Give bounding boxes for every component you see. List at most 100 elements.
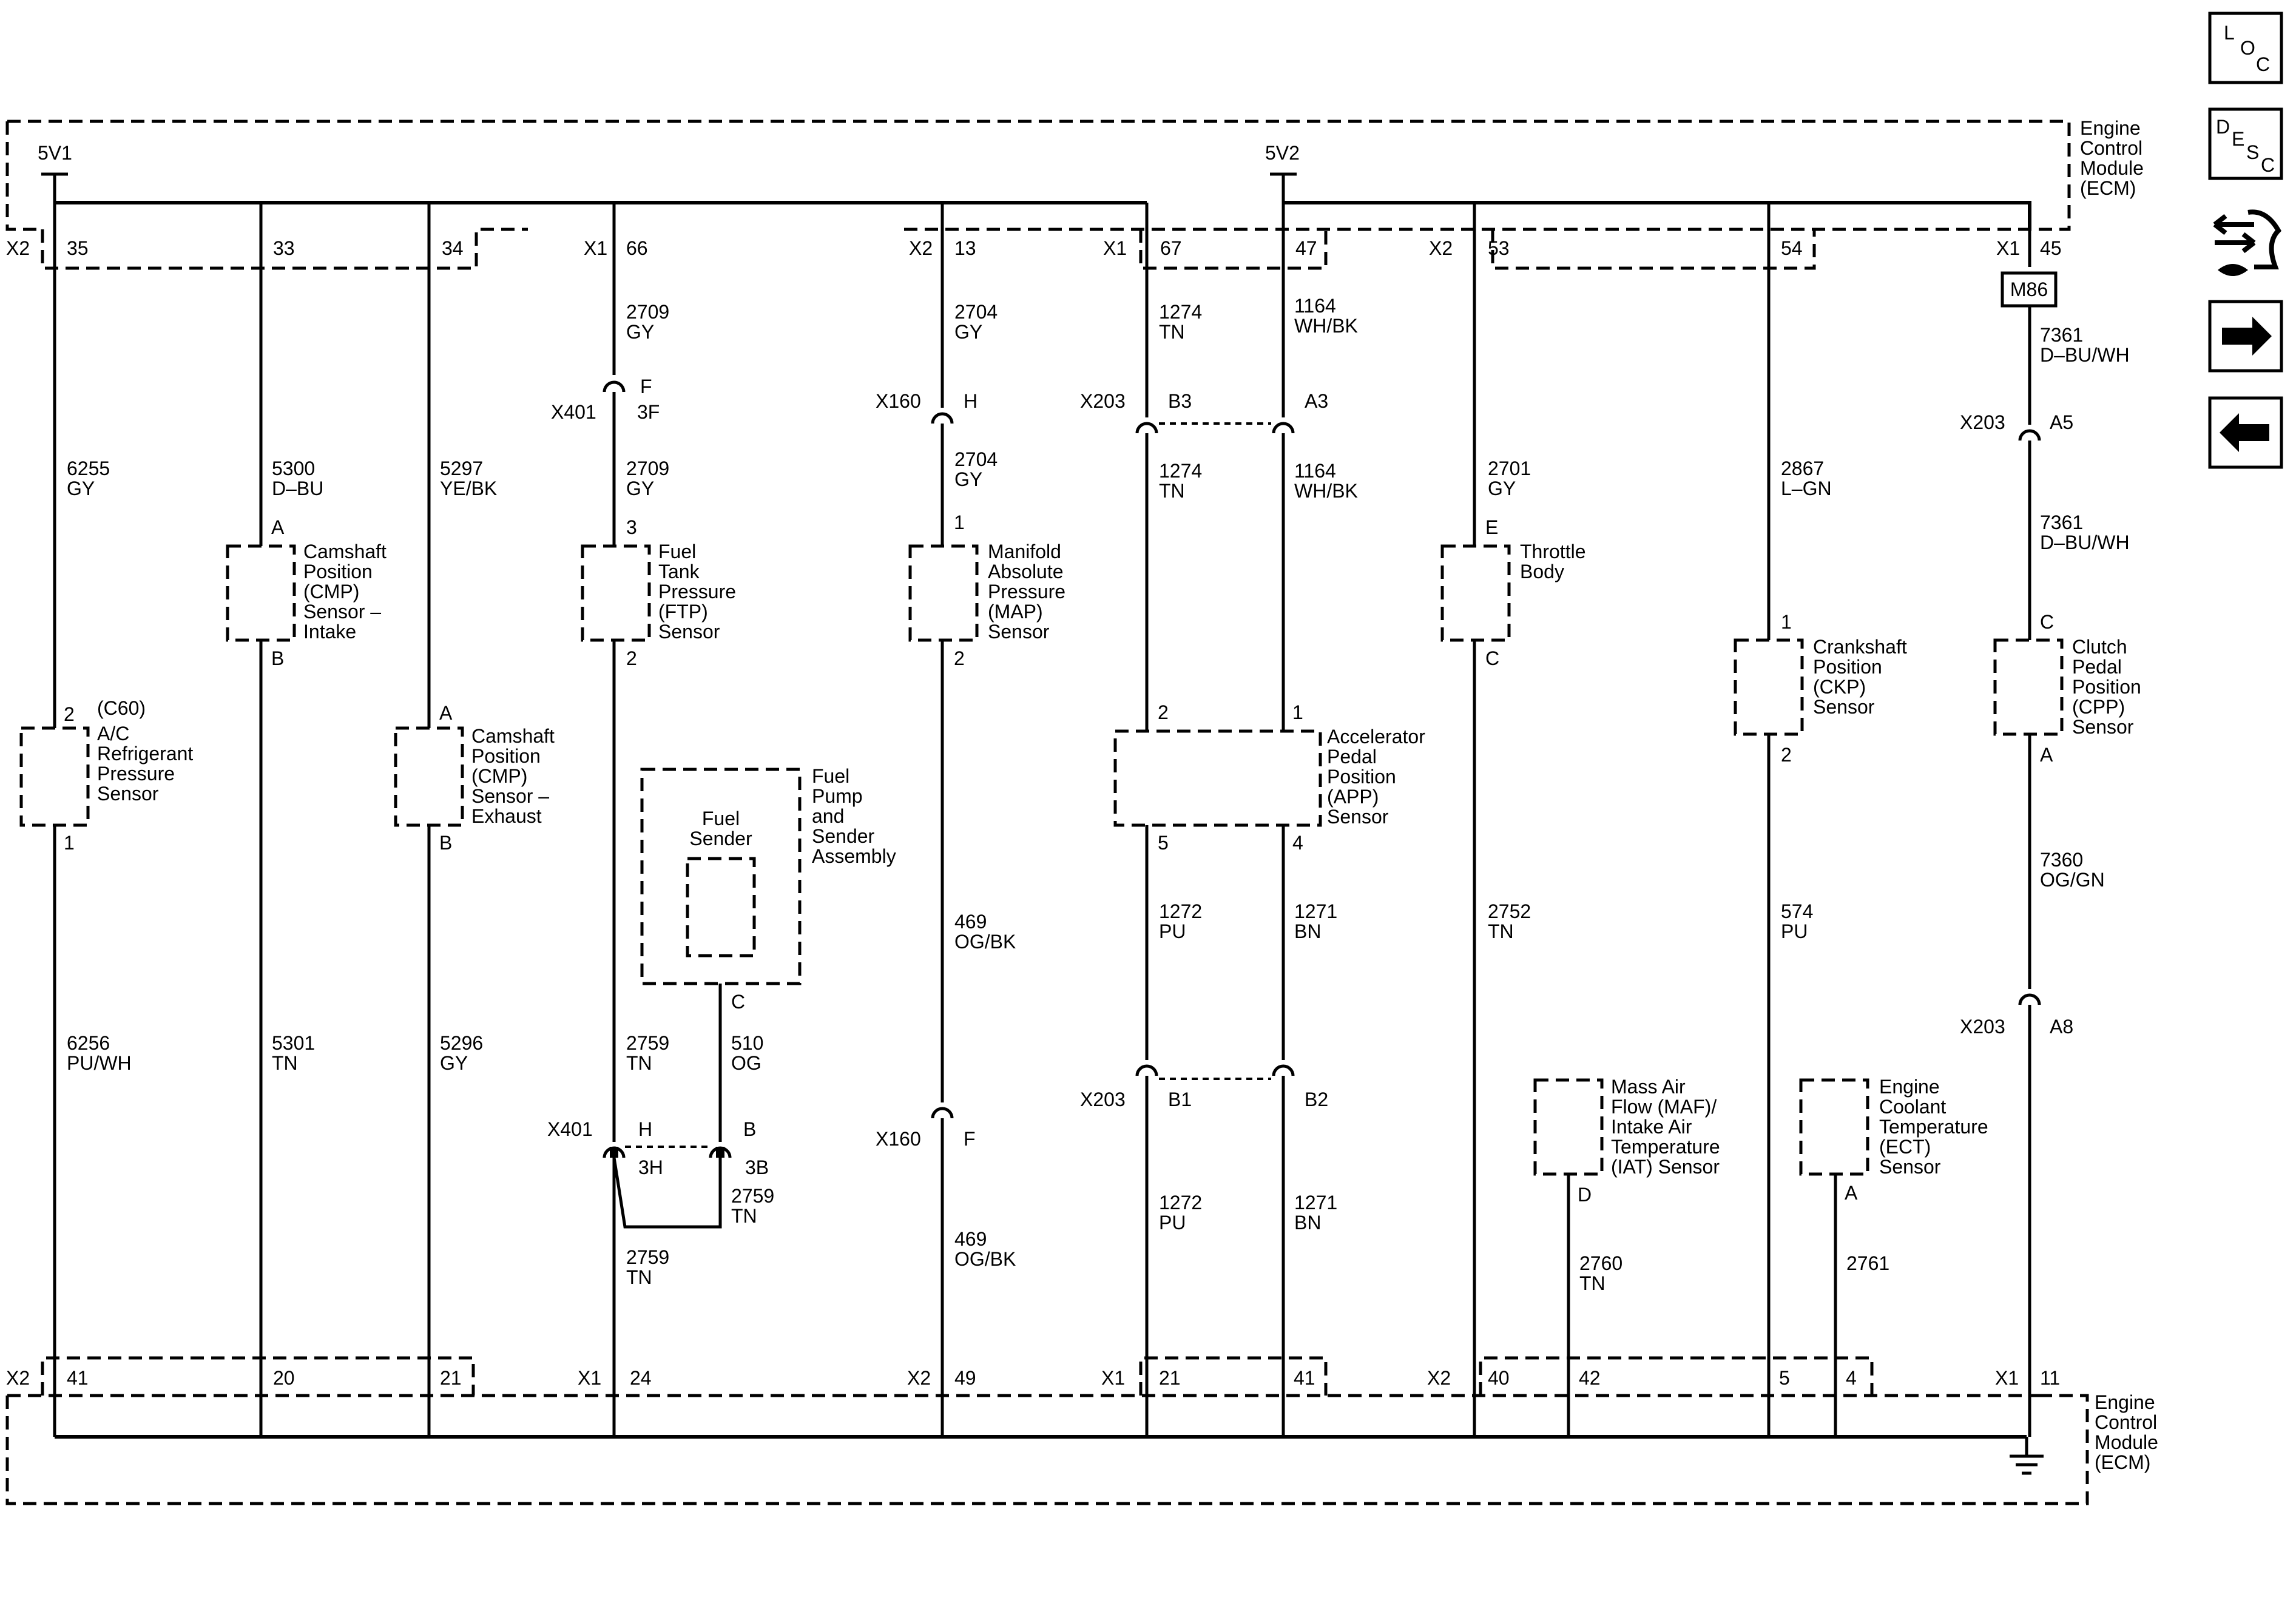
- wire-num: 6256: [67, 1032, 110, 1054]
- wire-color: PU: [1781, 920, 1808, 942]
- conn-id: X401: [551, 401, 596, 423]
- label: Clutch: [2072, 636, 2127, 658]
- label: Sensor: [988, 621, 1050, 643]
- conn-id: X160: [876, 1128, 921, 1150]
- label: Pressure: [97, 763, 175, 785]
- next-page-arrow-button[interactable]: [2208, 300, 2283, 373]
- comp-pin: C: [731, 991, 745, 1013]
- comp-pin: D: [1578, 1184, 1592, 1206]
- conn-id: X203: [1080, 1089, 1126, 1110]
- component-ect-sensor: Engine Coolant Temperature (ECT) Sensor: [1879, 1076, 1988, 1178]
- wire-color: BN: [1294, 1212, 1321, 1234]
- conn-cav: F: [964, 1128, 976, 1150]
- loc-button[interactable]: L O C: [2208, 12, 2283, 84]
- wire-color: OG/BK: [954, 1248, 1016, 1270]
- conn-cav: 3H: [638, 1156, 663, 1178]
- label: Pedal: [1327, 746, 1377, 768]
- wire-num: 510: [731, 1032, 763, 1054]
- wire-num: 1164: [1294, 460, 1336, 482]
- comp-pin: 2: [626, 647, 637, 669]
- supply-buses: [41, 172, 2031, 1439]
- wire-num: 2709: [626, 301, 669, 323]
- loc-letter: L: [2224, 22, 2235, 44]
- ecm-top-label-3: Module: [2080, 157, 2144, 179]
- component-boxes: [19, 544, 2064, 1176]
- label: Refrigerant: [97, 743, 193, 765]
- label: (IAT) Sensor: [1611, 1156, 1720, 1178]
- next-page-arrow-icon: [2222, 317, 2272, 356]
- wire-num: 1274: [1159, 460, 1202, 482]
- component-ckp-sensor: Crankshaft Position (CKP) Sensor: [1813, 636, 1907, 718]
- conn-cav: 3B: [745, 1156, 769, 1178]
- ecm-top-label-2: Control: [2080, 137, 2142, 159]
- label: and: [812, 805, 844, 827]
- ecm-top-label-1: Engine: [2080, 117, 2141, 139]
- label: Flow (MAF)/: [1611, 1096, 1717, 1118]
- ecm-bottom-label-4: (ECM): [2095, 1451, 2150, 1473]
- label: (CPP): [2072, 696, 2125, 718]
- wire-color: D–BU: [272, 478, 323, 499]
- pin-top: 54: [1781, 237, 1803, 259]
- ecm-top-label-4: (ECM): [2080, 177, 2136, 199]
- comp-pin: A: [271, 516, 285, 538]
- label: (FTP): [658, 601, 708, 623]
- wire-color: TN: [1159, 480, 1185, 502]
- wire-color: TN: [626, 1266, 652, 1288]
- wire-color: TN: [731, 1205, 757, 1227]
- wire-num: 5296: [440, 1032, 483, 1054]
- label: Sensor: [1813, 696, 1875, 718]
- pin-bottom: 24: [630, 1367, 652, 1389]
- ecm-bottom-boundary: [5, 1356, 2089, 1505]
- wire-color: WH/BK: [1294, 315, 1358, 337]
- connector-repair-icon[interactable]: [2213, 209, 2281, 276]
- comp-pin: A: [2040, 744, 2053, 766]
- comp-pin: A: [1845, 1182, 1858, 1204]
- previous-page-arrow-button[interactable]: [2208, 396, 2283, 469]
- wire-num: 5300: [272, 457, 315, 479]
- component-ftp-sensor: Fuel Tank Pressure (FTP) Sensor: [658, 541, 736, 643]
- comp-pin: B: [271, 647, 284, 669]
- comp-pin: 2: [1158, 701, 1169, 723]
- label: (APP): [1327, 786, 1379, 808]
- label: Position: [303, 561, 373, 582]
- comp-pin: 2: [954, 647, 965, 669]
- wire-color: GY: [67, 478, 95, 499]
- label: Camshaft: [303, 541, 387, 562]
- pin-top: 45: [2040, 237, 2062, 259]
- pin-bottom: 41: [1294, 1367, 1315, 1389]
- wire-color: GY: [954, 321, 982, 343]
- pin-top: 66: [626, 237, 648, 259]
- pin-bottom: 21: [440, 1367, 462, 1389]
- label: Accelerator: [1327, 726, 1425, 748]
- pin-bottom: 40: [1488, 1367, 1510, 1389]
- wire-num: 1272: [1159, 1192, 1202, 1214]
- pin-top: 53: [1488, 237, 1510, 259]
- wire-color: GY: [1488, 478, 1516, 499]
- label: Temperature: [1611, 1136, 1720, 1158]
- label: (C60): [97, 697, 146, 719]
- connector-labels: X401 F 3F X160 H X203 B3 A3 X203 A5 X401…: [547, 376, 2073, 1178]
- label: Engine: [1879, 1076, 1940, 1098]
- wire-num: 6255: [67, 457, 110, 479]
- pin-bottom: 49: [954, 1367, 976, 1389]
- pin-top: X2: [909, 237, 933, 259]
- comp-pin: 1: [1292, 701, 1303, 723]
- wire-num: 469: [954, 911, 987, 933]
- desc-button[interactable]: D E S C: [2208, 107, 2283, 180]
- comp-pin: 3: [626, 516, 637, 538]
- conn-id: X203: [1080, 390, 1126, 412]
- desc-letter: S: [2246, 141, 2259, 163]
- pin-bottom: 21: [1159, 1367, 1181, 1389]
- pin-top: 33: [273, 237, 295, 259]
- comp-pin: 4: [1292, 832, 1303, 854]
- pin-top: X2: [6, 237, 30, 259]
- wire-num: 2701: [1488, 457, 1531, 479]
- label: Sensor: [658, 621, 720, 643]
- conn-cav: B1: [1168, 1089, 1192, 1110]
- wire-color: OG/BK: [954, 931, 1016, 953]
- pin-bottom: X2: [6, 1367, 30, 1389]
- ecm-bottom-label-3: Module: [2095, 1431, 2158, 1453]
- desc-letter: E: [2232, 128, 2244, 150]
- comp-pin: 1: [1781, 611, 1792, 633]
- conn-cav: A3: [1305, 390, 1328, 412]
